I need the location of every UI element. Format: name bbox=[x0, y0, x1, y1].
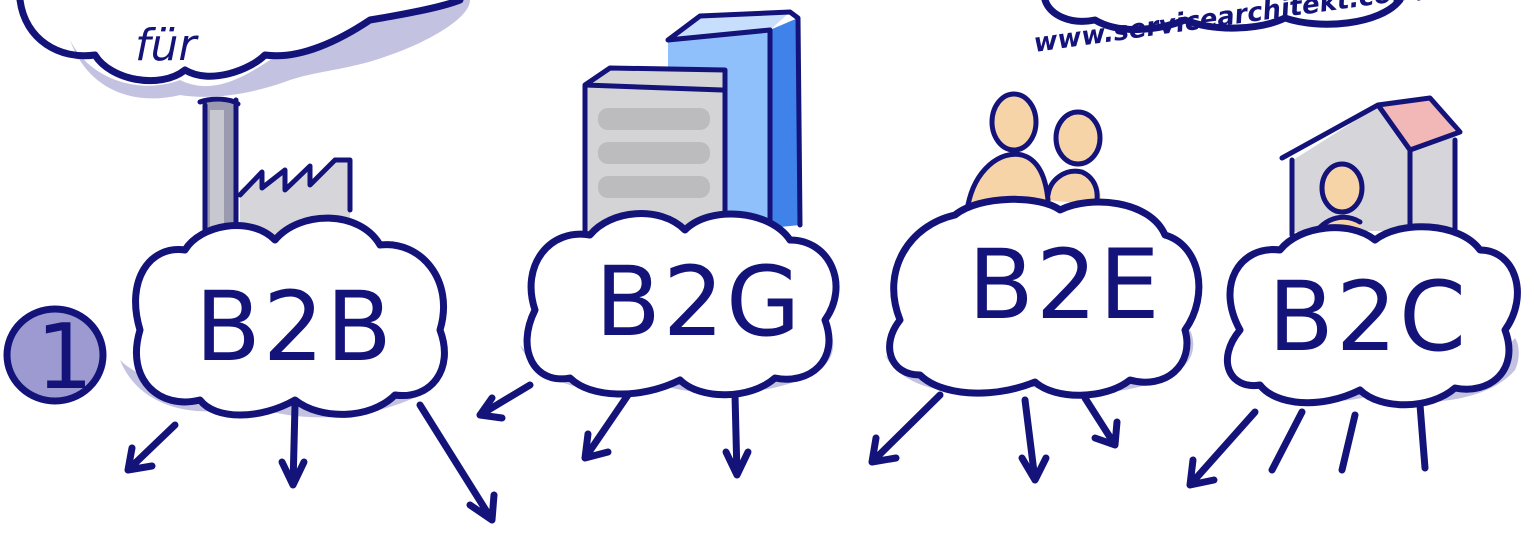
cloud-b2e: B2E bbox=[885, 199, 1199, 395]
cloud-label-b2c: B2C bbox=[1268, 261, 1468, 373]
arrow-b2b-right bbox=[420, 405, 494, 520]
step-number: 1 bbox=[36, 305, 93, 410]
arrow-b2b-left bbox=[128, 425, 175, 470]
cloud-label-b2b: B2B bbox=[195, 271, 394, 383]
top-cloud-text: für bbox=[135, 20, 199, 71]
top-left-cloud: für bbox=[20, 0, 470, 98]
office-building-icon bbox=[585, 12, 800, 232]
arrow-b2e-left bbox=[872, 395, 940, 462]
arrow-b2g-left bbox=[480, 385, 530, 418]
leg-b2c-1 bbox=[1272, 412, 1302, 470]
house-consumer-icon bbox=[1282, 98, 1460, 245]
employees-icon bbox=[965, 94, 1101, 205]
arrow-b2b-down bbox=[282, 405, 304, 485]
leg-b2c-2 bbox=[1342, 415, 1355, 470]
arrow-b2g-downleft bbox=[585, 395, 628, 458]
cloud-b2b: B2B bbox=[120, 218, 444, 417]
cloud-b2c: B2C bbox=[1225, 227, 1519, 405]
arrow-b2e-down bbox=[1022, 400, 1046, 480]
cloud-b2g: B2G bbox=[520, 214, 836, 395]
top-right-cloud: www.servicearchitekt.com/11 bbox=[1032, 0, 1466, 59]
arrow-b2g-down bbox=[726, 395, 748, 475]
step-marker: 1 bbox=[7, 305, 103, 410]
cloud-label-b2e: B2E bbox=[968, 229, 1162, 341]
arrow-b2c-left bbox=[1190, 412, 1255, 485]
leg-b2c-3 bbox=[1420, 405, 1425, 468]
arrow-b2e-right bbox=[1085, 398, 1117, 445]
cloud-label-b2g: B2G bbox=[595, 246, 802, 358]
